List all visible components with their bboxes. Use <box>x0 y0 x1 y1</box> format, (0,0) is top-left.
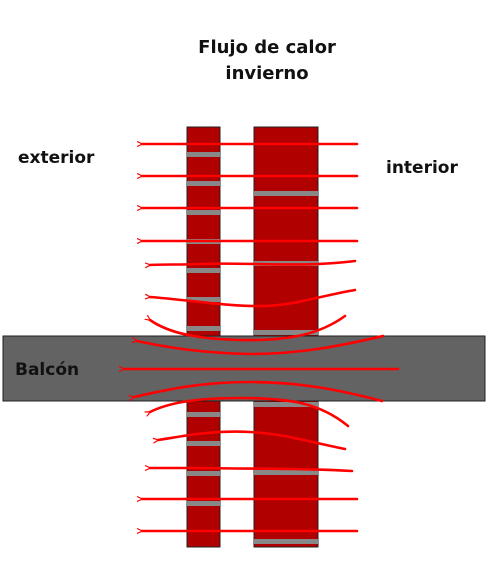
diagram-title-line1: Flujo de calor <box>198 37 336 58</box>
heat-flow-arrow <box>137 334 385 356</box>
balcony-label: Balcón <box>15 360 79 380</box>
heat-flow-arrows <box>124 144 400 531</box>
heat-flow-arrow <box>150 468 354 473</box>
heat-flow-arrow <box>150 396 350 428</box>
heat-flow-arrow <box>158 430 347 451</box>
heat-flow-arrow <box>134 380 384 403</box>
heat-flow-arrow <box>150 314 347 342</box>
heat-flow-arrow <box>150 259 357 265</box>
diagram-title-line2: invierno <box>225 63 308 84</box>
exterior-label: exterior <box>18 148 95 168</box>
interior-label: interior <box>386 158 458 178</box>
heat-flow-arrow <box>150 288 357 308</box>
